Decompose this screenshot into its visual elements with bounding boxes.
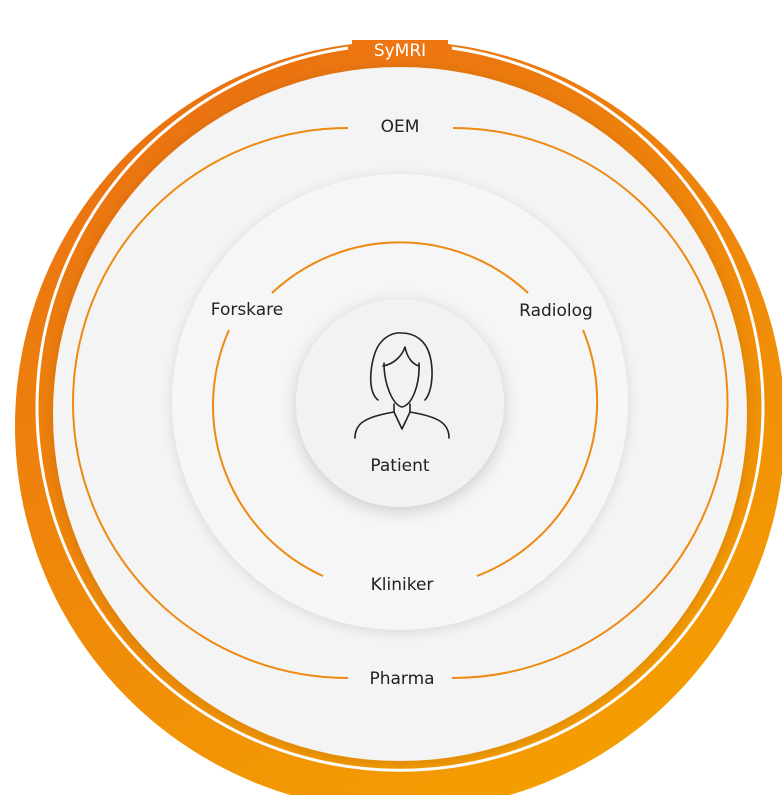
oem-ring-arc-left: [72, 127, 349, 679]
inner-ring-arc-top: [271, 241, 529, 294]
patient-disk: [296, 299, 504, 507]
inner-ring-arc-right: [476, 329, 599, 577]
symri-ring-line: [35, 46, 765, 772]
forskare-label: Forskare: [211, 300, 283, 320]
kliniker-label: Kliniker: [371, 575, 434, 595]
patient-label: Patient: [370, 456, 430, 476]
oem-ring-arc-right: [451, 127, 729, 680]
symri-label: SyMRI: [374, 41, 426, 61]
patient-icon: [354, 332, 450, 439]
inner-ring-arc-left: [212, 329, 324, 577]
radiolog-label: Radiolog: [519, 301, 593, 321]
oem-label: OEM: [381, 117, 420, 137]
pharma-label: Pharma: [369, 669, 434, 689]
symri-label-bg: [352, 40, 448, 62]
